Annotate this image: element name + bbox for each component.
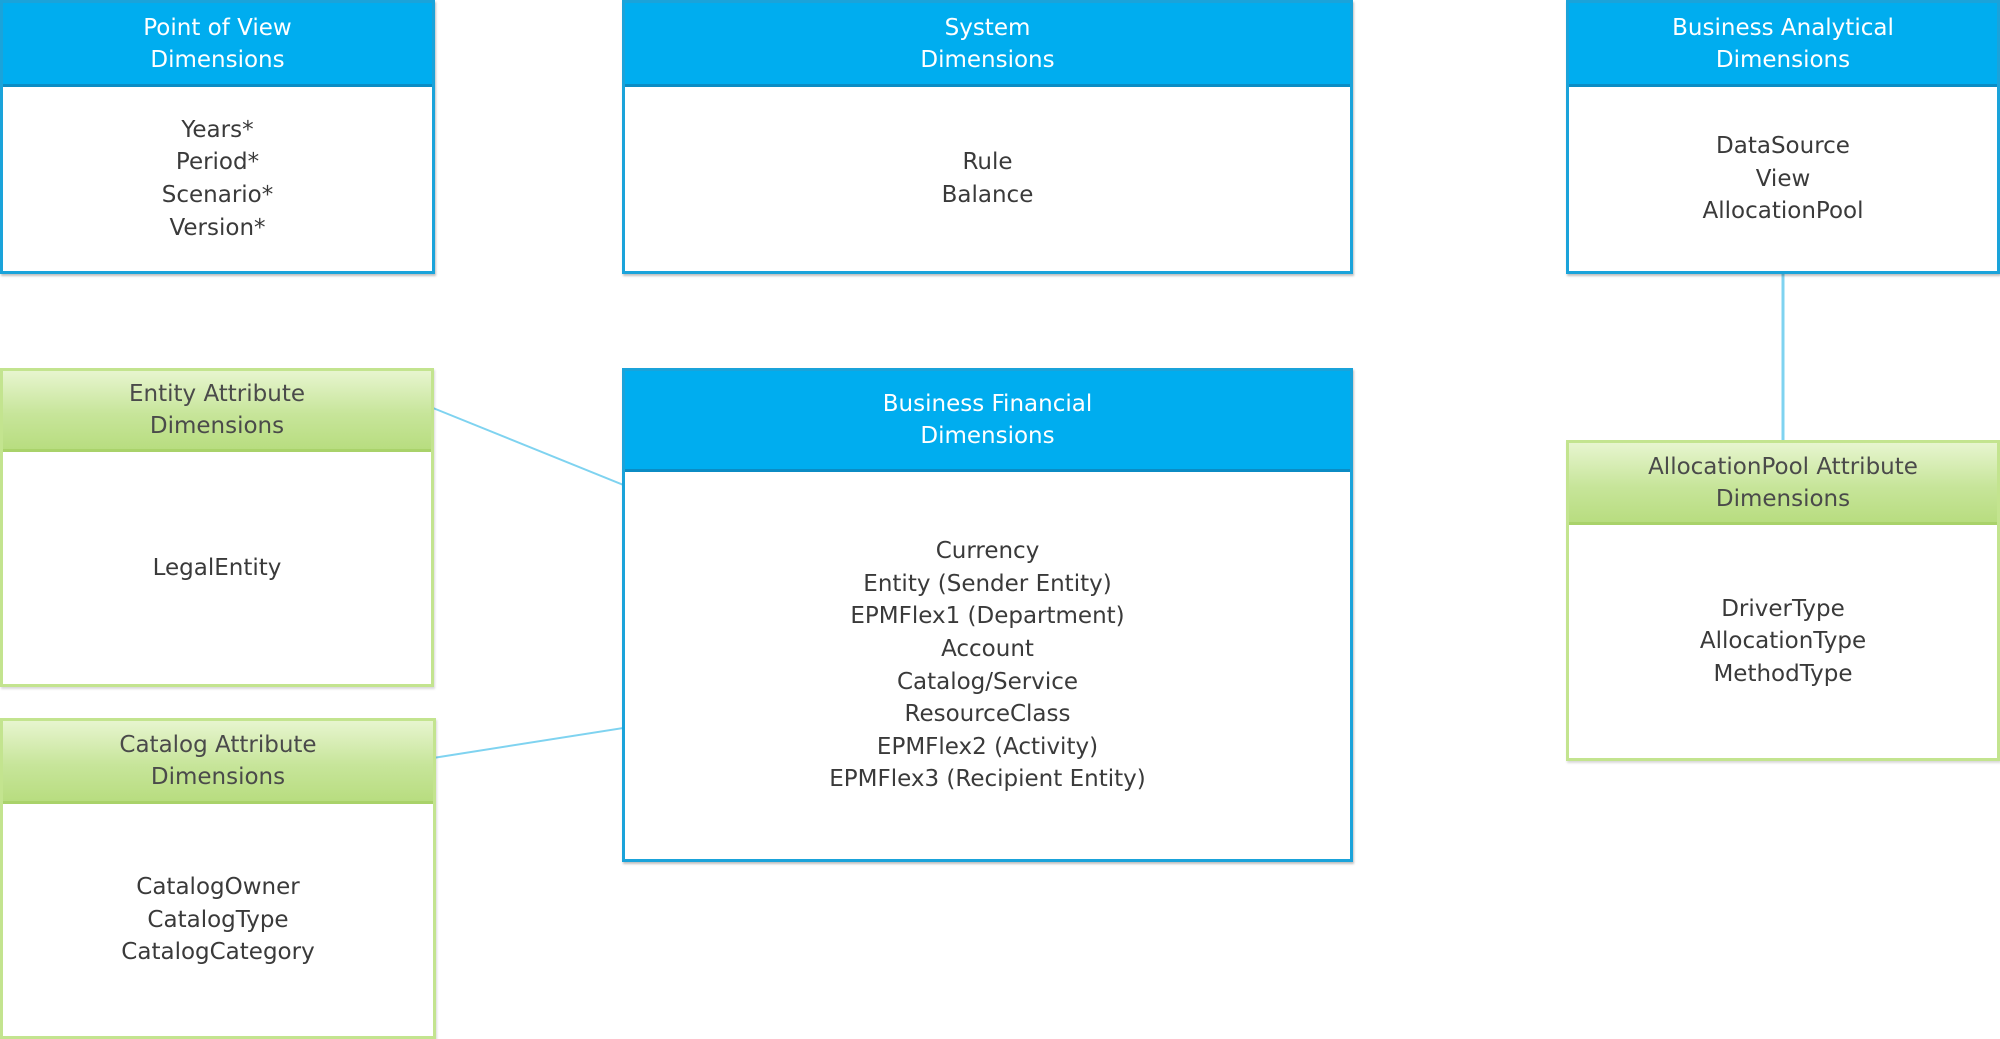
pov-dimensions-box: Point of View Dimensions Years* Period* … <box>0 0 435 274</box>
header-line: Dimensions <box>920 423 1055 449</box>
dimension-item: Scenario* <box>161 182 274 208</box>
business-analytical-dimensions-header: Business Analytical Dimensions <box>1569 3 1997 87</box>
dimension-item: Rule <box>962 149 1013 176</box>
entity-attribute-dimensions-box: Entity Attribute Dimensions LegalEntity <box>0 368 434 687</box>
dimension-item: Years* <box>181 116 254 143</box>
dimension-item: Period* <box>175 149 260 176</box>
dimension-item: AllocationType <box>1699 628 1867 655</box>
dimension-item: Balance <box>941 182 1034 208</box>
catalog-attribute-dimensions-header: Catalog Attribute Dimensions <box>3 721 433 804</box>
system-dimensions-list: Rule Balance <box>625 87 1350 271</box>
allocationpool-attribute-dimensions-box: AllocationPool Attribute Dimensions Driv… <box>1566 440 2000 761</box>
business-financial-dimensions-box: Business Financial Dimensions Currency E… <box>622 368 1353 862</box>
dimension-item: Version* <box>169 214 266 241</box>
header-line: Dimensions <box>150 764 286 790</box>
header-line: Dimensions <box>920 46 1055 73</box>
dimension-item: ResourceClass <box>904 701 1071 728</box>
dimension-item: EPMFlex3 (Recipient Entity) <box>829 766 1146 793</box>
business-financial-dimensions-header: Business Financial Dimensions <box>625 371 1350 472</box>
dimension-item: CatalogType <box>147 906 289 933</box>
dimension-item: Entity (Sender Entity) <box>863 570 1112 597</box>
catalog-attribute-dimensions-box: Catalog Attribute Dimensions CatalogOwne… <box>0 718 436 1039</box>
dimension-item: Currency <box>935 538 1040 565</box>
dimension-item: Catalog/Service <box>896 668 1079 695</box>
business-analytical-dimensions-list: DataSource View AllocationPool <box>1569 87 1997 271</box>
dimension-item: AllocationPool <box>1702 198 1864 225</box>
header-line: Point of View <box>143 14 292 41</box>
dimension-item: DataSource <box>1716 133 1850 160</box>
header-line: System <box>944 14 1031 41</box>
allocationpool-attribute-dimensions-list: DriverType AllocationType MethodType <box>1569 525 1997 758</box>
dimension-item: EPMFlex1 (Department) <box>850 603 1125 630</box>
business-analytical-dimensions-box: Business Analytical Dimensions DataSourc… <box>1566 0 2000 274</box>
allocationpool-attribute-dimensions-header: AllocationPool Attribute Dimensions <box>1569 443 1997 525</box>
header-line: Entity Attribute <box>128 381 305 407</box>
header-line: Dimensions <box>149 413 285 439</box>
entity-attribute-dimensions-list: LegalEntity <box>3 452 431 684</box>
dimension-item: Account <box>941 635 1034 662</box>
dimension-item: CatalogCategory <box>121 939 315 966</box>
pov-dimensions-list: Years* Period* Scenario* Version* <box>3 87 432 271</box>
dimension-item: EPMFlex2 (Activity) <box>876 733 1099 760</box>
entity-attribute-dimensions-header: Entity Attribute Dimensions <box>3 371 431 452</box>
header-line: Catalog Attribute <box>119 732 317 758</box>
dimension-item: MethodType <box>1713 660 1853 687</box>
dimension-item: DriverType <box>1721 595 1845 622</box>
catalog-attribute-dimensions-list: CatalogOwner CatalogType CatalogCategory <box>3 804 433 1036</box>
header-line: Business Financial <box>882 391 1093 417</box>
system-dimensions-box: System Dimensions Rule Balance <box>622 0 1353 274</box>
header-line: AllocationPool Attribute <box>1648 453 1918 480</box>
header-line: Dimensions <box>150 46 285 73</box>
business-financial-dimensions-list: Currency Entity (Sender Entity) EPMFlex1… <box>625 472 1350 859</box>
system-dimensions-header: System Dimensions <box>625 3 1350 87</box>
header-line: Dimensions <box>1715 485 1851 512</box>
header-line: Business Analytical <box>1672 14 1894 41</box>
pov-dimensions-header: Point of View Dimensions <box>3 3 432 87</box>
dimension-item: CatalogOwner <box>136 874 300 901</box>
header-line: Dimensions <box>1715 46 1851 73</box>
dimension-item: LegalEntity <box>152 554 282 581</box>
dimension-item: View <box>1755 165 1811 192</box>
